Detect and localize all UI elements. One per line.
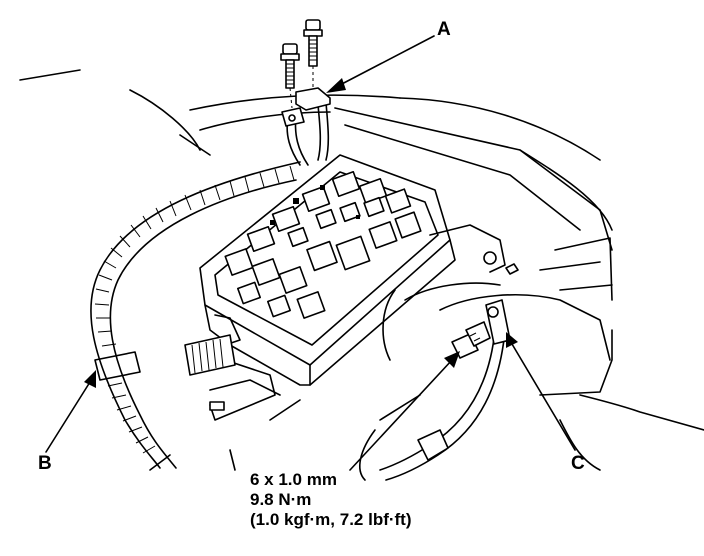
- hose: [184, 334, 236, 376]
- callout-b: B: [38, 453, 52, 474]
- leader-spec: [349, 351, 460, 471]
- torque-spec: 6 x 1.0 mm 9.8 N·m (1.0 kgf·m, 7.2 lbf·f…: [250, 470, 412, 530]
- leader-a: [326, 35, 435, 93]
- leader-b: [45, 370, 96, 453]
- body-panels: [19, 69, 704, 481]
- bolt-2: [280, 43, 300, 89]
- torque-nm: 9.8 N·m: [250, 490, 312, 509]
- callout-a: A: [437, 19, 451, 40]
- bolt-size: 6 x 1.0 mm: [250, 470, 337, 489]
- callout-c: C: [571, 453, 585, 474]
- fuse-relay-box: [199, 154, 506, 421]
- torque-alt: (1.0 kgf·m, 7.2 lbf·ft): [250, 510, 412, 529]
- ground-cable-c: [379, 263, 519, 481]
- bracket-a: [281, 87, 331, 127]
- bolt-1: [303, 19, 323, 67]
- leader-c: [506, 332, 576, 451]
- wire-harness: [90, 161, 301, 469]
